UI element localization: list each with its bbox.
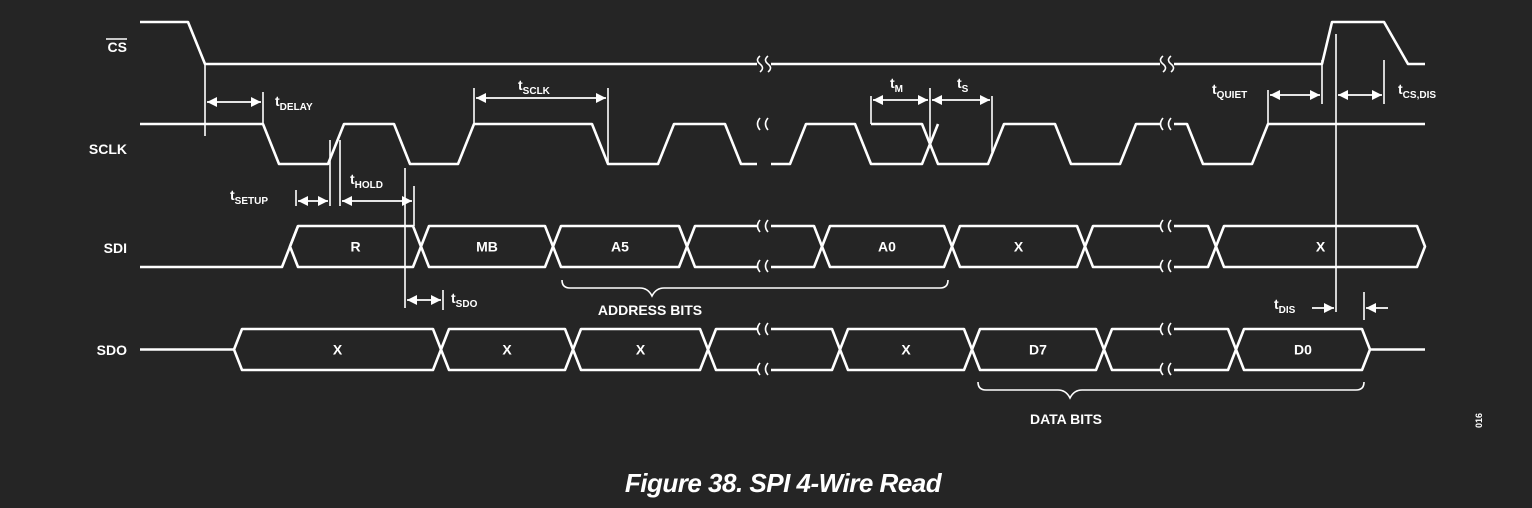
t-sclk-arrow bbox=[476, 93, 606, 103]
address-bits-label: ADDRESS BITS bbox=[598, 302, 702, 318]
sdi-cell-label: X bbox=[1316, 239, 1326, 255]
sdi-break-mark bbox=[756, 219, 771, 275]
t-m-arrow bbox=[873, 95, 928, 105]
sdo-break-mark-2 bbox=[1159, 322, 1174, 378]
address-bits-brace bbox=[561, 279, 949, 298]
sclk-label: SCLK bbox=[89, 141, 127, 157]
sdi-cell bbox=[1214, 224, 1427, 269]
t-cs-dis-arrow bbox=[1338, 90, 1382, 100]
sclk-break-mark-2 bbox=[1159, 116, 1174, 172]
t-delay-label: tDELAY bbox=[275, 93, 313, 113]
data-bits-label: DATA BITS bbox=[1030, 411, 1102, 427]
sdi-cell bbox=[685, 224, 824, 269]
cs-break-mark-2 bbox=[1159, 55, 1175, 73]
sdi-bus: R MB A5 A0 X X bbox=[140, 224, 1427, 269]
t-setup-label: tSETUP bbox=[230, 187, 268, 207]
sclk-waveform-2 bbox=[871, 122, 1425, 166]
t-quiet-label: tQUIET bbox=[1212, 81, 1247, 101]
t-dis-label: tDIS bbox=[1274, 296, 1296, 316]
cs-label: CS bbox=[108, 39, 127, 55]
sdo-cell-label: X bbox=[333, 342, 343, 358]
cs-waveform bbox=[140, 20, 1425, 66]
sdi-break-mark-2 bbox=[1159, 219, 1174, 275]
t-hold-label: tHOLD bbox=[350, 171, 383, 191]
sdo-bus: X X X X D7 D0 bbox=[140, 327, 1425, 372]
sdo-break-mark bbox=[756, 322, 771, 378]
sdi-label: SDI bbox=[104, 240, 127, 256]
sclk-waveform bbox=[140, 122, 940, 166]
sdi-cell bbox=[1083, 224, 1218, 269]
sdi-cell-label: X bbox=[1014, 239, 1024, 255]
t-sdo-label: tSDO bbox=[451, 290, 478, 310]
t-cs-dis-label: tCS,DIS bbox=[1398, 81, 1436, 101]
t-quiet-arrow bbox=[1270, 90, 1320, 100]
sdo-cell-label: X bbox=[901, 342, 911, 358]
t-hold-arrow bbox=[342, 196, 412, 206]
sclk-break-mark bbox=[756, 116, 771, 172]
t-s-arrow bbox=[932, 95, 990, 105]
sdi-cell-label: A0 bbox=[878, 239, 896, 255]
t-sclk-label: tSCLK bbox=[518, 77, 551, 97]
sdo-cell-label: D7 bbox=[1029, 342, 1047, 358]
t-s-label: tS bbox=[957, 75, 969, 95]
data-bits-brace bbox=[977, 381, 1365, 400]
sdi-cell-label: MB bbox=[476, 239, 498, 255]
t-dis-arrows bbox=[1312, 303, 1388, 313]
sdi-cell-label: A5 bbox=[611, 239, 629, 255]
sdo-cell bbox=[706, 327, 842, 372]
sdo-cell-label: X bbox=[502, 342, 512, 358]
reference-lines bbox=[204, 34, 1385, 320]
t-delay-arrow bbox=[207, 97, 261, 107]
sdo-cell-label: X bbox=[636, 342, 646, 358]
t-sdo-arrow bbox=[407, 295, 441, 305]
t-setup-arrow bbox=[298, 196, 328, 206]
sdi-cell-label: R bbox=[350, 239, 360, 255]
sdo-label: SDO bbox=[97, 342, 127, 358]
figure-code: 016 bbox=[1474, 413, 1484, 428]
figure-caption: Figure 38. SPI 4-Wire Read bbox=[625, 468, 943, 498]
t-m-label: tM bbox=[890, 75, 903, 95]
sdo-cell-label: D0 bbox=[1294, 342, 1312, 358]
cs-break-mark bbox=[756, 55, 772, 73]
